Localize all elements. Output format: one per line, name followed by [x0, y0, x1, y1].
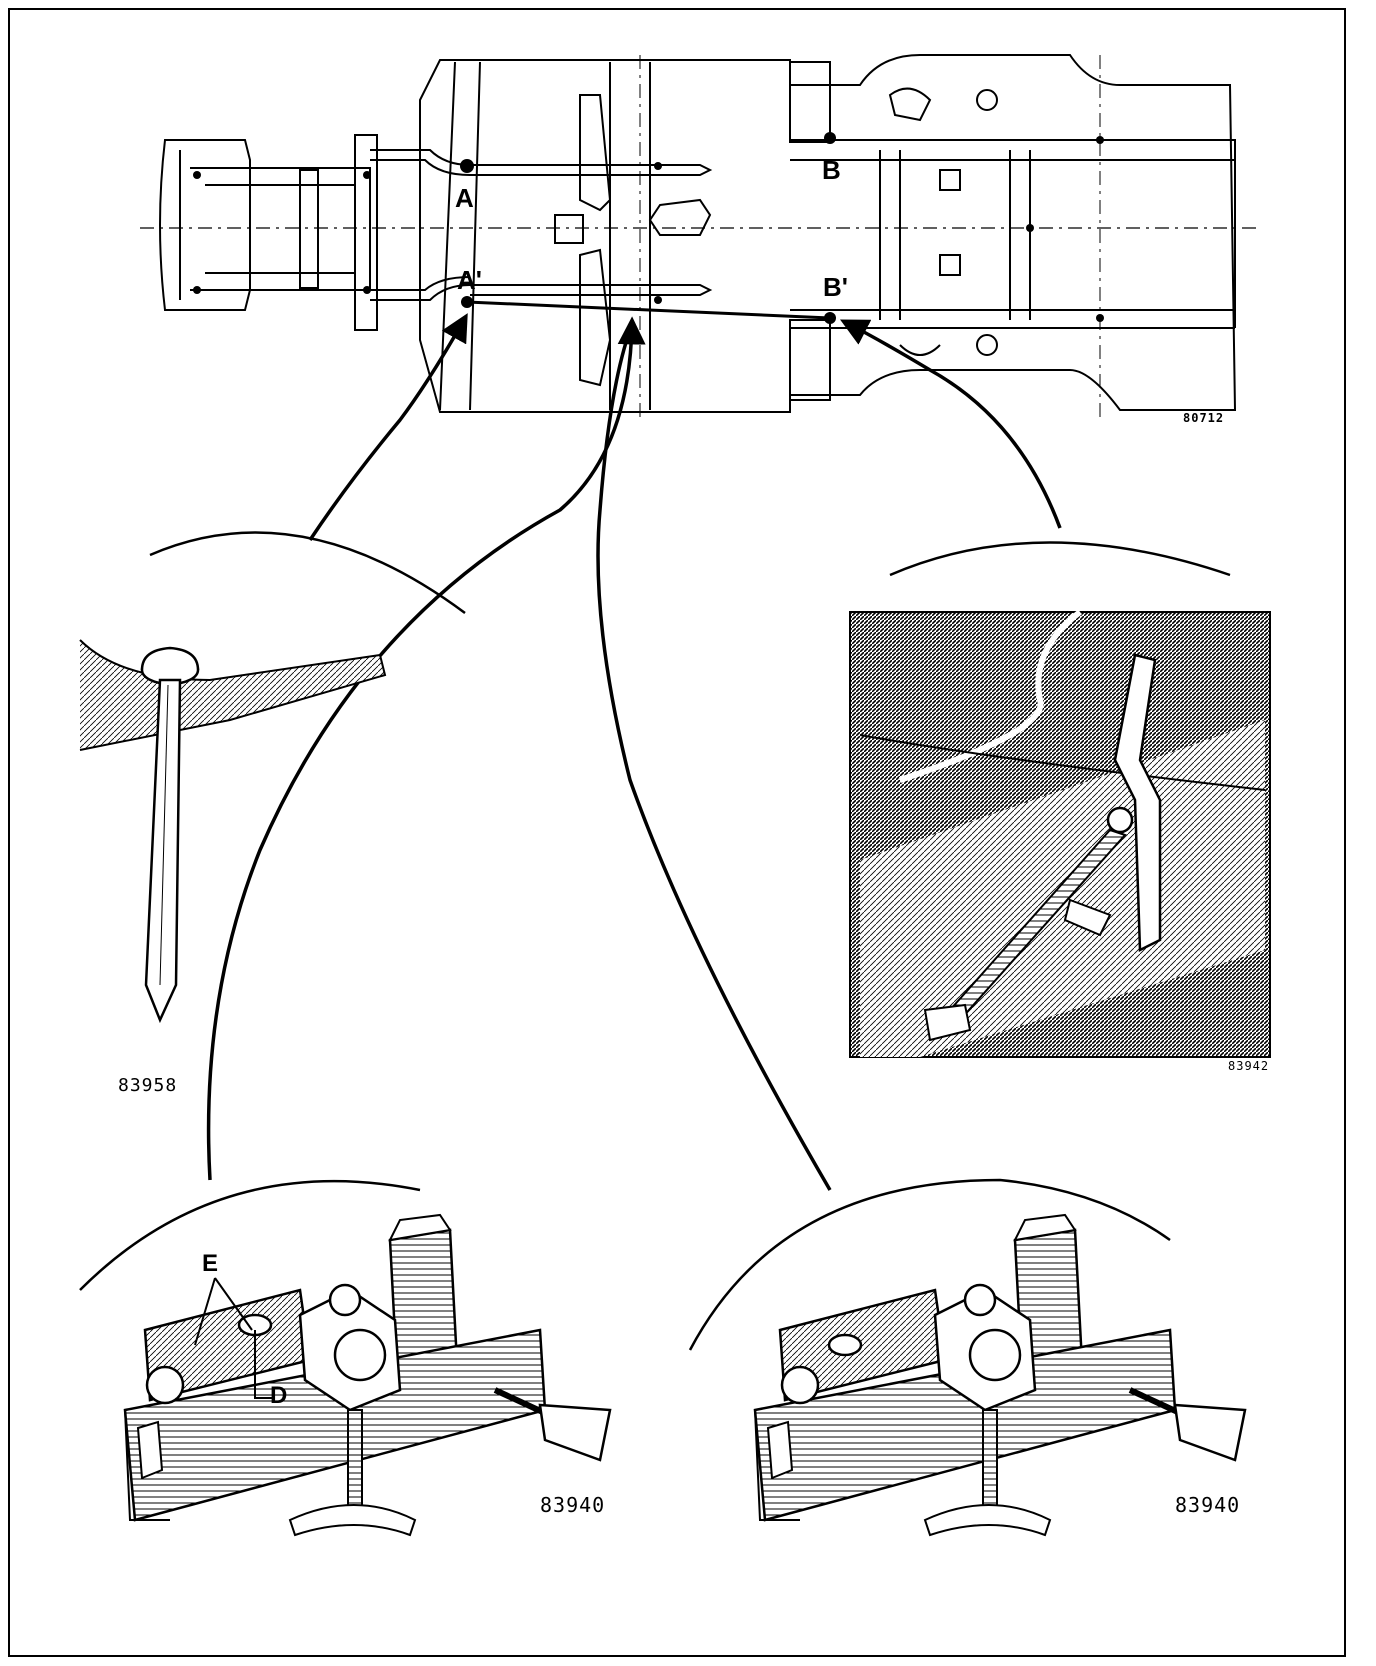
point-b-dot [824, 132, 836, 144]
point-a-prime-label: A' [457, 265, 482, 295]
label-d: D [270, 1382, 288, 1409]
photo-ref-number: 83942 [1228, 1059, 1270, 1073]
gauge-left-detail [79, 1179, 612, 1537]
point-a-label: A [455, 183, 474, 213]
point-b-label: B [822, 155, 841, 185]
pin-detail [79, 531, 466, 1024]
measurement-line [466, 300, 831, 320]
gauge-left-ref-number: 83940 [540, 1493, 606, 1517]
chassis-mount-points [193, 132, 1104, 324]
pin-ref-number: 83958 [118, 1075, 178, 1096]
chassis-plan-view [140, 54, 1260, 420]
gauge-right-ref-number: 83940 [1175, 1493, 1241, 1517]
chassis-ref-number: 80712 [1183, 411, 1225, 425]
label-e: E [202, 1250, 219, 1277]
gauge-right-detail [688, 1178, 1247, 1537]
point-a-dot [460, 159, 474, 173]
figure-border [8, 8, 1346, 1657]
point-b-prime-label: B' [823, 272, 848, 302]
photo-detail [849, 541, 1271, 1058]
